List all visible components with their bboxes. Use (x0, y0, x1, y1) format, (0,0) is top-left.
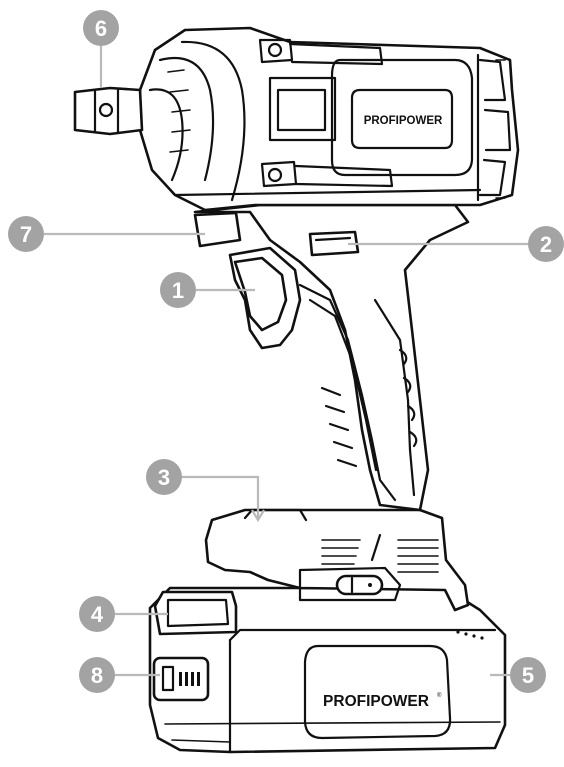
callout-5: 5 (490, 657, 546, 693)
battery-mount (204, 508, 470, 612)
callout-8-number: 8 (91, 663, 103, 688)
callout-7-number: 7 (20, 222, 32, 247)
callout-3: 3 (146, 459, 265, 523)
callout-1-number: 1 (172, 278, 184, 303)
callout-4-number: 4 (91, 602, 104, 627)
motor-housing: PROFIPOWER (138, 26, 520, 212)
battery-charge-indicator[interactable] (152, 656, 210, 702)
callout-8: 8 (79, 657, 160, 693)
callout-2-number: 2 (540, 232, 552, 257)
battery-brand-label: PROFIPOWER (323, 693, 429, 710)
battery-pack: PROFIPOWER ® (148, 586, 507, 754)
callout-1: 1 (160, 272, 255, 308)
tool-illustration: PROFIPOWER ® (73, 26, 520, 754)
motor-brand-label: PROFIPOWER (364, 115, 443, 127)
work-light-housing (193, 211, 242, 248)
callouts: 1 2 3 4 5 6 (8, 10, 564, 693)
callout-3-number: 3 (158, 465, 170, 490)
square-drive-anvil (73, 86, 144, 136)
callout-6-number: 6 (95, 16, 107, 41)
callout-4: 4 (79, 596, 168, 632)
callout-5-number: 5 (522, 663, 534, 688)
callout-6: 6 (83, 10, 119, 88)
direction-switch[interactable] (308, 230, 360, 257)
callout-2: 2 (348, 226, 564, 262)
callout-7: 7 (8, 216, 205, 252)
trigger[interactable] (233, 256, 288, 332)
battery-release-button[interactable] (153, 590, 238, 636)
battery-trademark: ® (437, 692, 442, 699)
